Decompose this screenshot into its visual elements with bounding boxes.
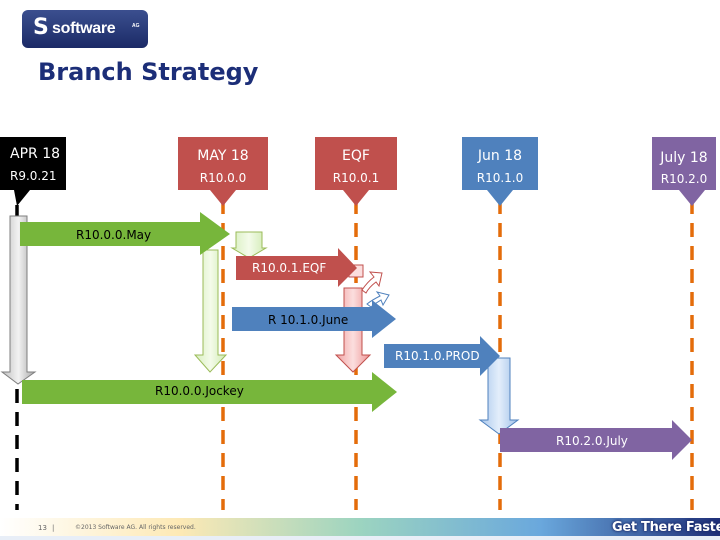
branch-may: R10.0.0.May [20,212,230,255]
footer-bottom-strip [0,536,720,540]
branch-label: R 10.1.0.June [268,313,348,327]
milestone-date: EQF [342,148,370,164]
milestone-date: MAY 18 [197,148,248,164]
branch-jockey: R10.0.0.Jockey [22,372,397,412]
branch-prod: R10.1.0.PROD [384,336,500,376]
milestone-date: July 18 [659,150,707,166]
milestone-july18: July 18 R10.2.0 [652,137,716,206]
may-down-arrow-green [193,249,228,373]
milestone-jun18: Jun 18 R10.1.0 [462,137,538,206]
branch-label: R10.0.0.Jockey [155,384,244,398]
footer-gradient-band [0,518,720,540]
logo-ag-suffix: AG [132,23,140,29]
milestone-version: R9.0.21 [10,169,57,183]
copyright-text: ©2013 Software AG. All rights reserved. [75,524,196,531]
tagline: Get There Faster [612,520,720,535]
milestone-version: R10.0.0 [200,171,247,185]
milestone-eqf: EQF R10.0.1 [315,137,397,206]
logo-s-icon: S [33,15,49,40]
branch-label: R10.2.0.July [556,434,628,448]
software-ag-logo: S software AG [22,10,148,48]
milestone-version: R10.2.0 [661,172,708,186]
milestone-date: Jun 18 [477,148,522,164]
branch-label: R10.1.0.PROD [395,349,480,363]
branch-june: R 10.1.0.June [232,300,396,338]
may-small-down-arrow [230,231,268,259]
eqf-curve-arrow [361,271,383,294]
page-number: 13 [38,524,47,532]
branch-eqf: R10.0.1.EQF [236,248,357,287]
milestone-version: R10.1.0 [477,171,524,185]
branch-label: R10.0.0.May [76,228,151,242]
milestone-date: APR 18 [10,146,60,162]
milestone-version: R10.0.1 [333,171,380,185]
branch-label: R10.0.1.EQF [252,261,326,275]
branch-july: R10.2.0.July [500,420,692,460]
milestone-apr18: APR 18 R9.0.21 [0,137,66,206]
footer-separator: | [52,524,55,532]
milestone-may18: MAY 18 R10.0.0 [178,137,268,206]
page-title: Branch Strategy [38,58,259,86]
logo-wordmark: software [52,20,116,37]
prod-down-arrow-blue [478,357,520,435]
